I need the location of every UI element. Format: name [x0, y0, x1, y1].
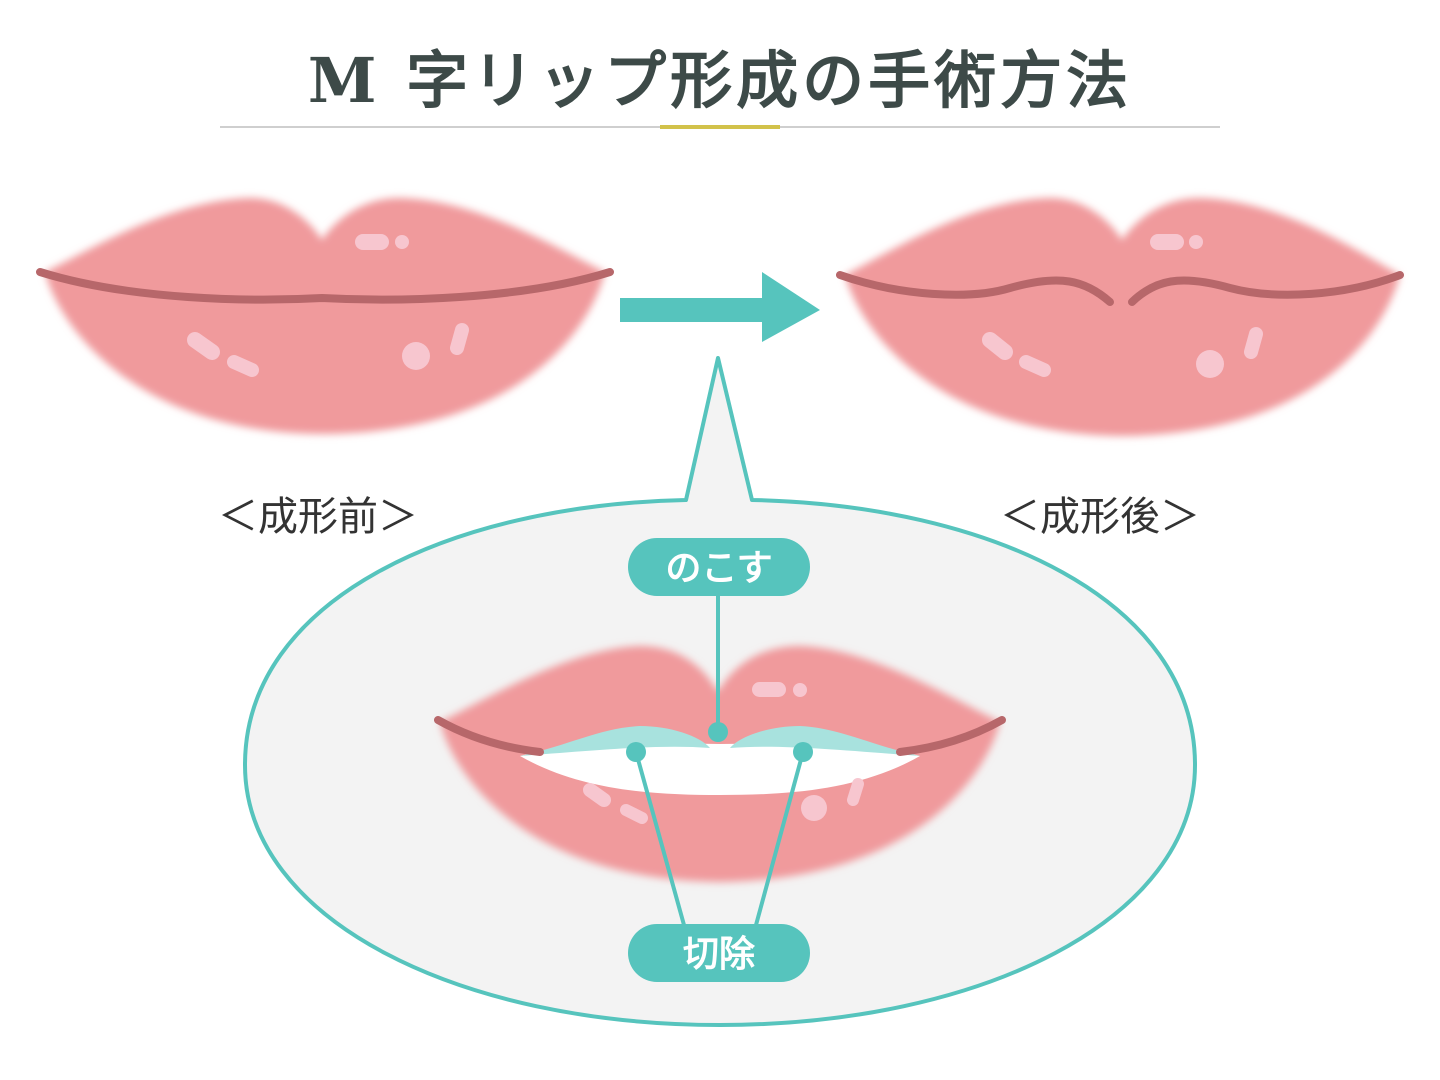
highlight-mark — [982, 332, 1013, 360]
keep-point-marker — [708, 722, 728, 742]
highlight-mark — [402, 342, 430, 370]
leader-lines — [626, 595, 813, 926]
highlight-mark — [1189, 235, 1203, 249]
before-caption: ＜成形前＞ — [218, 494, 418, 540]
excise-point-marker-right — [793, 742, 813, 762]
excise-point-marker-left — [626, 742, 646, 762]
highlight-mark — [395, 235, 409, 249]
highlight-mark — [583, 783, 611, 807]
lips-zoomed — [434, 646, 1006, 882]
title-divider-accent — [660, 125, 780, 129]
highlight-mark — [793, 683, 807, 697]
excise-label-text: 切除 — [683, 934, 756, 975]
after-caption: ＜成形後＞ — [1000, 494, 1200, 540]
keep-label-text: のこす — [665, 548, 772, 589]
highlight-mark — [620, 804, 648, 824]
highlight-mark — [227, 355, 259, 377]
highlight-mark — [1244, 327, 1263, 359]
highlight-mark — [1019, 355, 1051, 377]
transition-arrow — [620, 272, 820, 342]
highlight-mark — [801, 795, 827, 821]
keep-label: のこす — [628, 538, 810, 596]
highlight-mark — [450, 323, 469, 355]
excise-area-left — [520, 726, 710, 756]
lips-before — [36, 198, 614, 434]
highlight-mark — [1150, 234, 1184, 250]
highlight-mark — [187, 332, 220, 360]
lips-after — [836, 198, 1404, 436]
excise-area-right — [730, 726, 920, 756]
page-title: M 字リップ形成の手術方法 — [307, 44, 1133, 117]
highlight-mark — [752, 682, 786, 697]
highlight-mark — [355, 234, 389, 250]
excise-label: 切除 — [628, 924, 810, 982]
highlight-mark — [1196, 350, 1224, 378]
highlight-mark — [847, 778, 864, 806]
